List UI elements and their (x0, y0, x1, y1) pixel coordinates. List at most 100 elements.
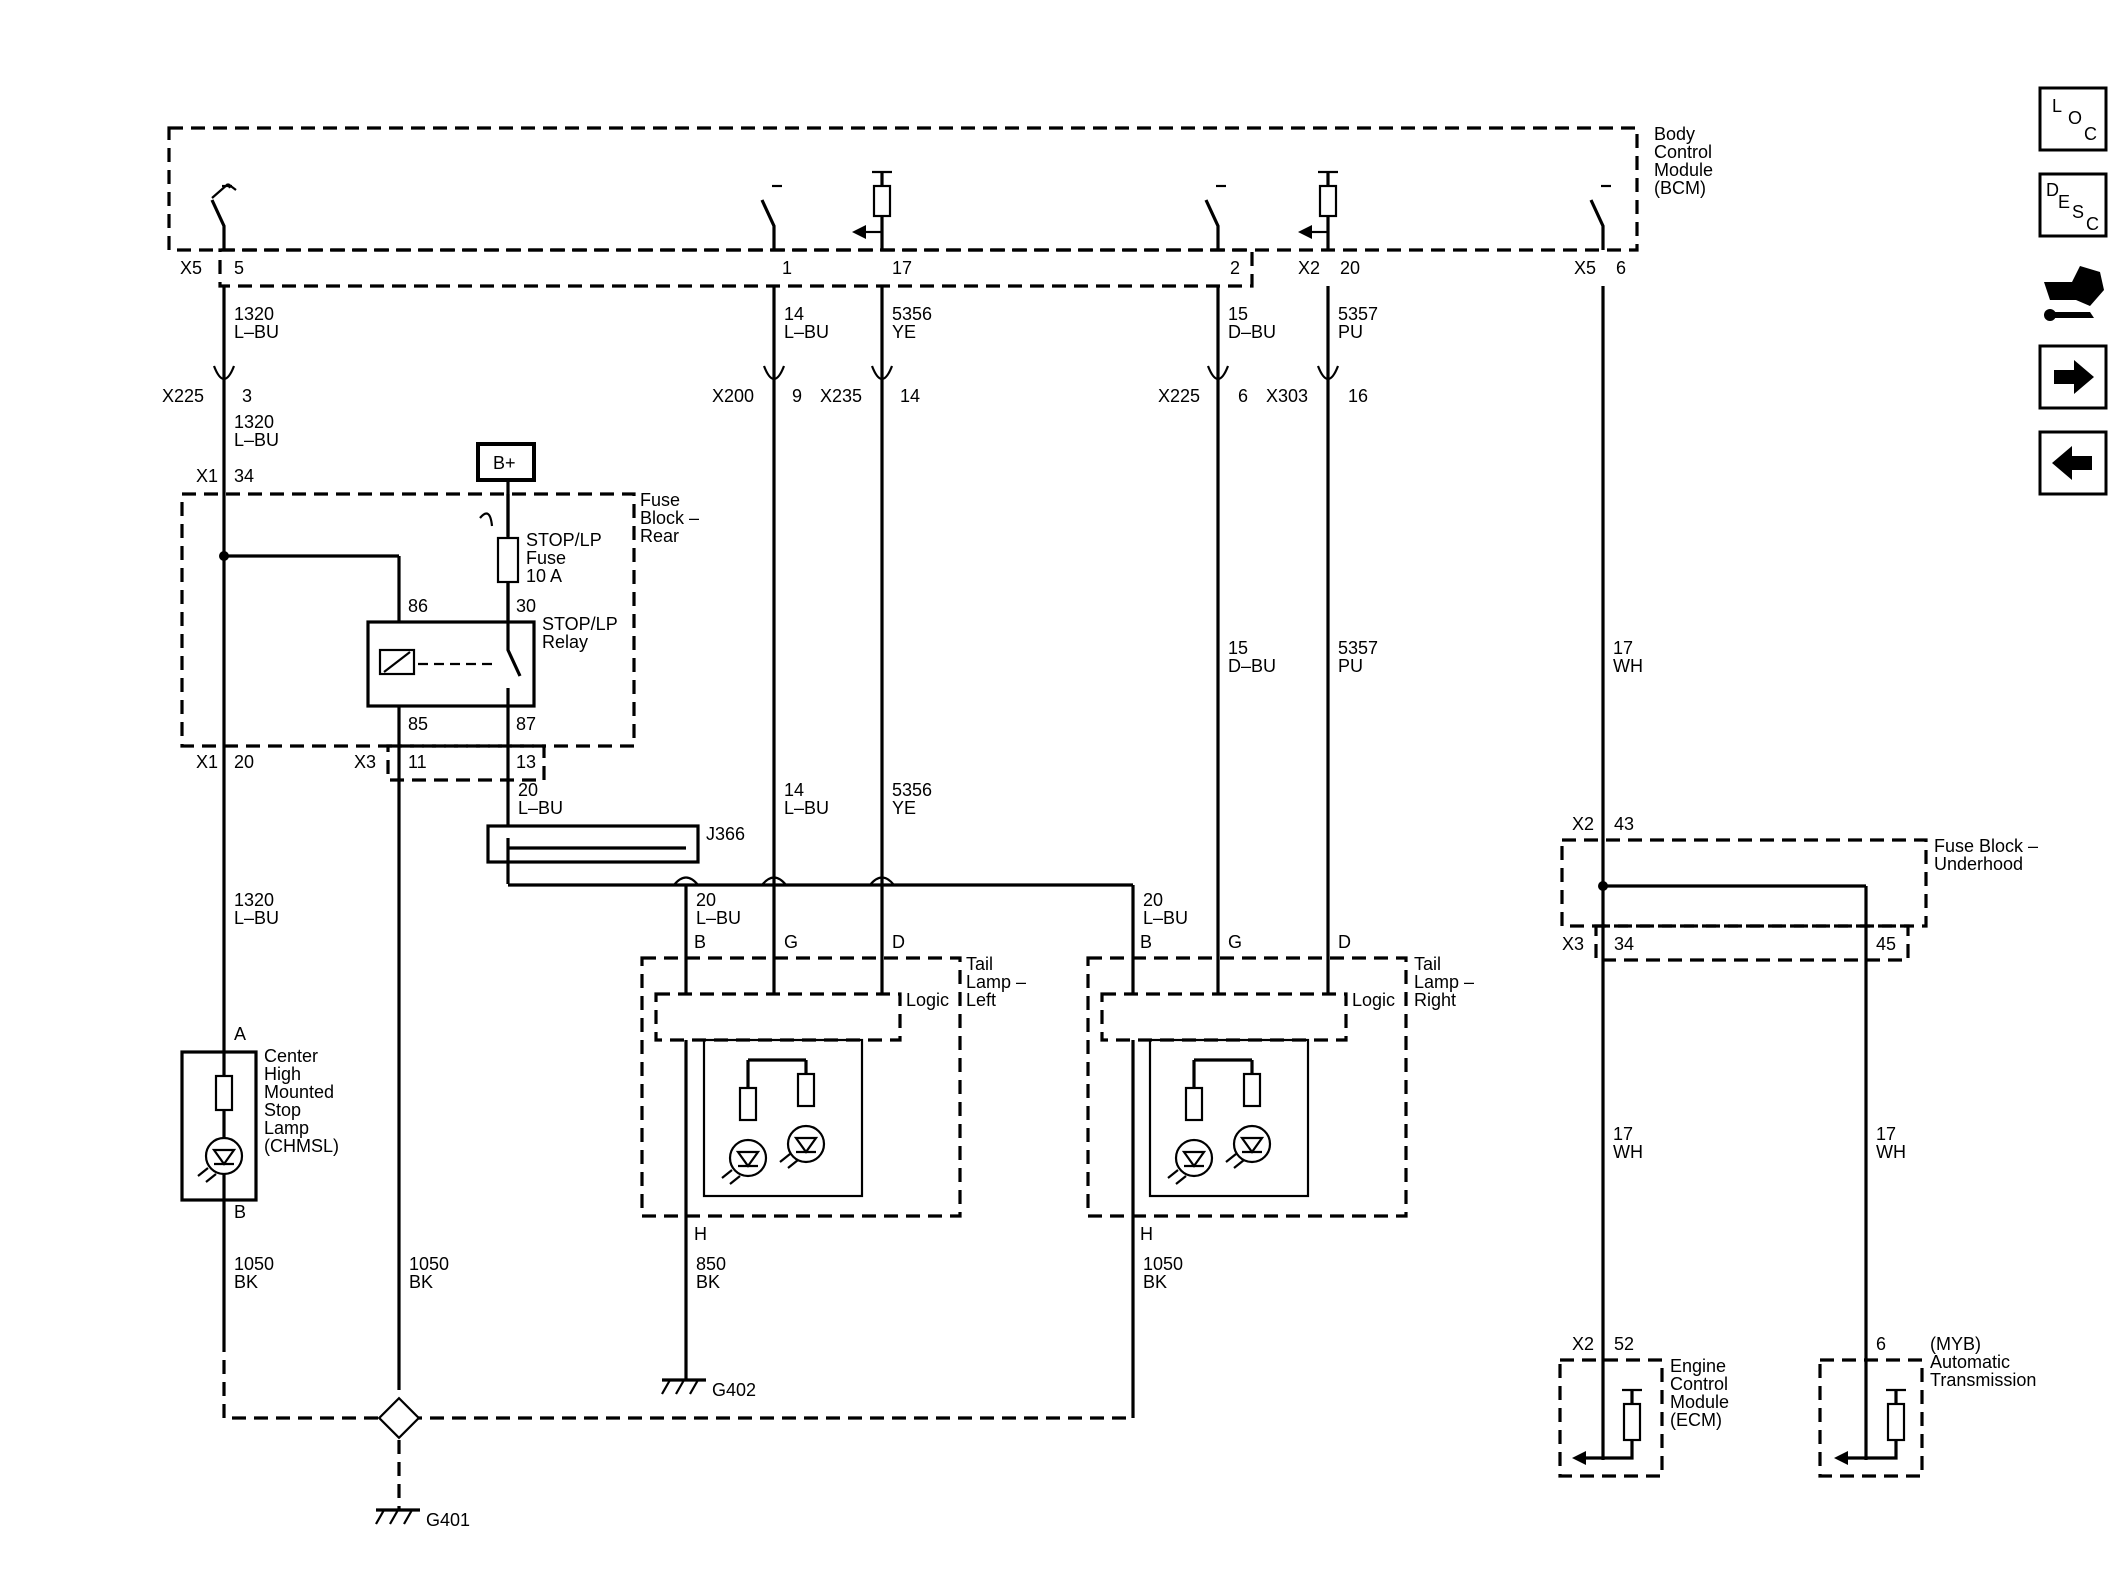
inline-pin-9: 9 (792, 386, 802, 406)
arrow-left-button[interactable] (2038, 430, 2108, 496)
pin-11: 11 (408, 752, 427, 772)
tail-lamp-right: Tail Lamp – Right Logic B G D H (1086, 932, 1479, 1244)
fuse-block-underhood: Fuse Block – Underhood X2 43 X3 34 45 (1560, 814, 2043, 962)
inline-connectors: X225 3 X200 9 X235 14 X225 6 X303 16 (162, 365, 1368, 406)
tail-right-pin-b: B (1140, 932, 1152, 952)
bcm-label: Body Control Module (BCM) (1654, 124, 1718, 198)
tcm-label: (MYB) Automatic Transmission (1930, 1334, 2036, 1390)
led-icon (1174, 1138, 1214, 1178)
pin-13: 13 (516, 752, 536, 772)
underhood-pin-34: 34 (1614, 934, 1634, 954)
ground-label-g402: G402 (712, 1380, 756, 1400)
led-icon (728, 1138, 768, 1178)
tcm-module: 6 (MYB) Automatic Transmission (1818, 1334, 2036, 1478)
chmsl-lamp: A B Center High Mounted Stop Lamp (CHMSL… (180, 1024, 339, 1222)
ground-label-g401: G401 (426, 1510, 470, 1530)
inline-pin-3: 3 (242, 386, 252, 406)
tail-lamp-left-label: Tail Lamp – Left (966, 954, 1031, 1010)
inline-x235: X235 (820, 386, 862, 406)
pin-20: 20 (1340, 258, 1360, 278)
tail-right-pin-g: G (1228, 932, 1242, 952)
underhood-pin-45: 45 (1876, 934, 1896, 954)
logic-label-left: Logic (906, 990, 949, 1010)
tail-right-pin-h: H (1140, 1224, 1153, 1244)
fuse-block-underhood-label: Fuse Block – Underhood (1934, 836, 2043, 874)
bcm-switch-1 (760, 184, 782, 250)
underhood-x3: X3 (1562, 934, 1584, 954)
pin-x1-b: X1 (196, 752, 218, 772)
lamp-resistor (1242, 1072, 1262, 1108)
pin-20: 20 (234, 752, 254, 772)
loc-button[interactable]: L O C (2038, 86, 2108, 152)
arrow-right-icon (2054, 360, 2094, 394)
lamp-resistor (1184, 1086, 1204, 1122)
fuse-block-rear: Fuse Block – Rear X1 34 B+ STOP/LP Fuse … (180, 442, 699, 782)
lamp-resistor (738, 1086, 758, 1122)
inline-x303: X303 (1266, 386, 1308, 406)
svg-text:O: O (2068, 108, 2082, 128)
tail-lamp-right-label: Tail Lamp – Right (1414, 954, 1479, 1010)
tail-left-pin-b: B (694, 932, 706, 952)
tail-lamp-left: Tail Lamp – Left Logic B G D H (640, 932, 1031, 1244)
tail-left-pin-d: D (892, 932, 905, 952)
desc-button[interactable]: D E S C (2038, 172, 2108, 238)
harness-tool-icon[interactable] (2044, 266, 2104, 321)
underhood-pin-43: 43 (1614, 814, 1634, 834)
splice-label: J366 (706, 824, 745, 844)
chmsl-pin-a: A (234, 1024, 246, 1044)
relay-pin-86: 86 (408, 596, 428, 616)
led-icon (204, 1136, 244, 1176)
led-icon (786, 1124, 826, 1164)
pin-34: 34 (234, 466, 254, 486)
ecm-module: X2 52 Engine Control Module (ECM) (1558, 1334, 1734, 1478)
wires (222, 286, 1868, 1510)
bcm-module: Body Control Module (BCM) (167, 124, 1718, 288)
pin-2: 2 (1230, 258, 1240, 278)
logic-label-right: Logic (1352, 990, 1395, 1010)
inline-pin-6: 6 (1238, 386, 1248, 406)
bcm-switch-5 (210, 183, 237, 250)
stop-lp-fuse (496, 536, 520, 584)
bcm-input-17 (852, 170, 892, 250)
pin-5: 5 (234, 258, 244, 278)
bcm-input-20 (1298, 170, 1338, 250)
svg-text:L: L (2052, 96, 2062, 116)
tcm-pin-6: 6 (1876, 1334, 1886, 1354)
pin-connector-x5-b: X5 (1574, 258, 1596, 278)
chmsl-label: Center High Mounted Stop Lamp (CHMSL) (264, 1046, 339, 1156)
lamp-resistor (796, 1072, 816, 1108)
ecm-label: Engine Control Module (ECM) (1670, 1356, 1734, 1430)
led-icon (1232, 1124, 1272, 1164)
inline-x225-b: X225 (1158, 386, 1200, 406)
pin-connector-x5: X5 (180, 258, 202, 278)
pin-connector-x2: X2 (1298, 258, 1320, 278)
svg-text:C: C (2086, 214, 2099, 234)
ecm-x2: X2 (1572, 1334, 1594, 1354)
inline-pin-16: 16 (1348, 386, 1368, 406)
tail-left-pin-h: H (694, 1224, 707, 1244)
svg-text:D: D (2046, 180, 2059, 200)
arrow-left-icon (2052, 446, 2092, 480)
pin-6: 6 (1616, 258, 1626, 278)
tail-right-pin-d: D (1338, 932, 1351, 952)
arrow-right-button[interactable] (2038, 344, 2108, 410)
svg-text:C: C (2084, 124, 2097, 144)
bcm-switch-2 (1204, 184, 1226, 250)
ecm-pin-52: 52 (1614, 1334, 1634, 1354)
